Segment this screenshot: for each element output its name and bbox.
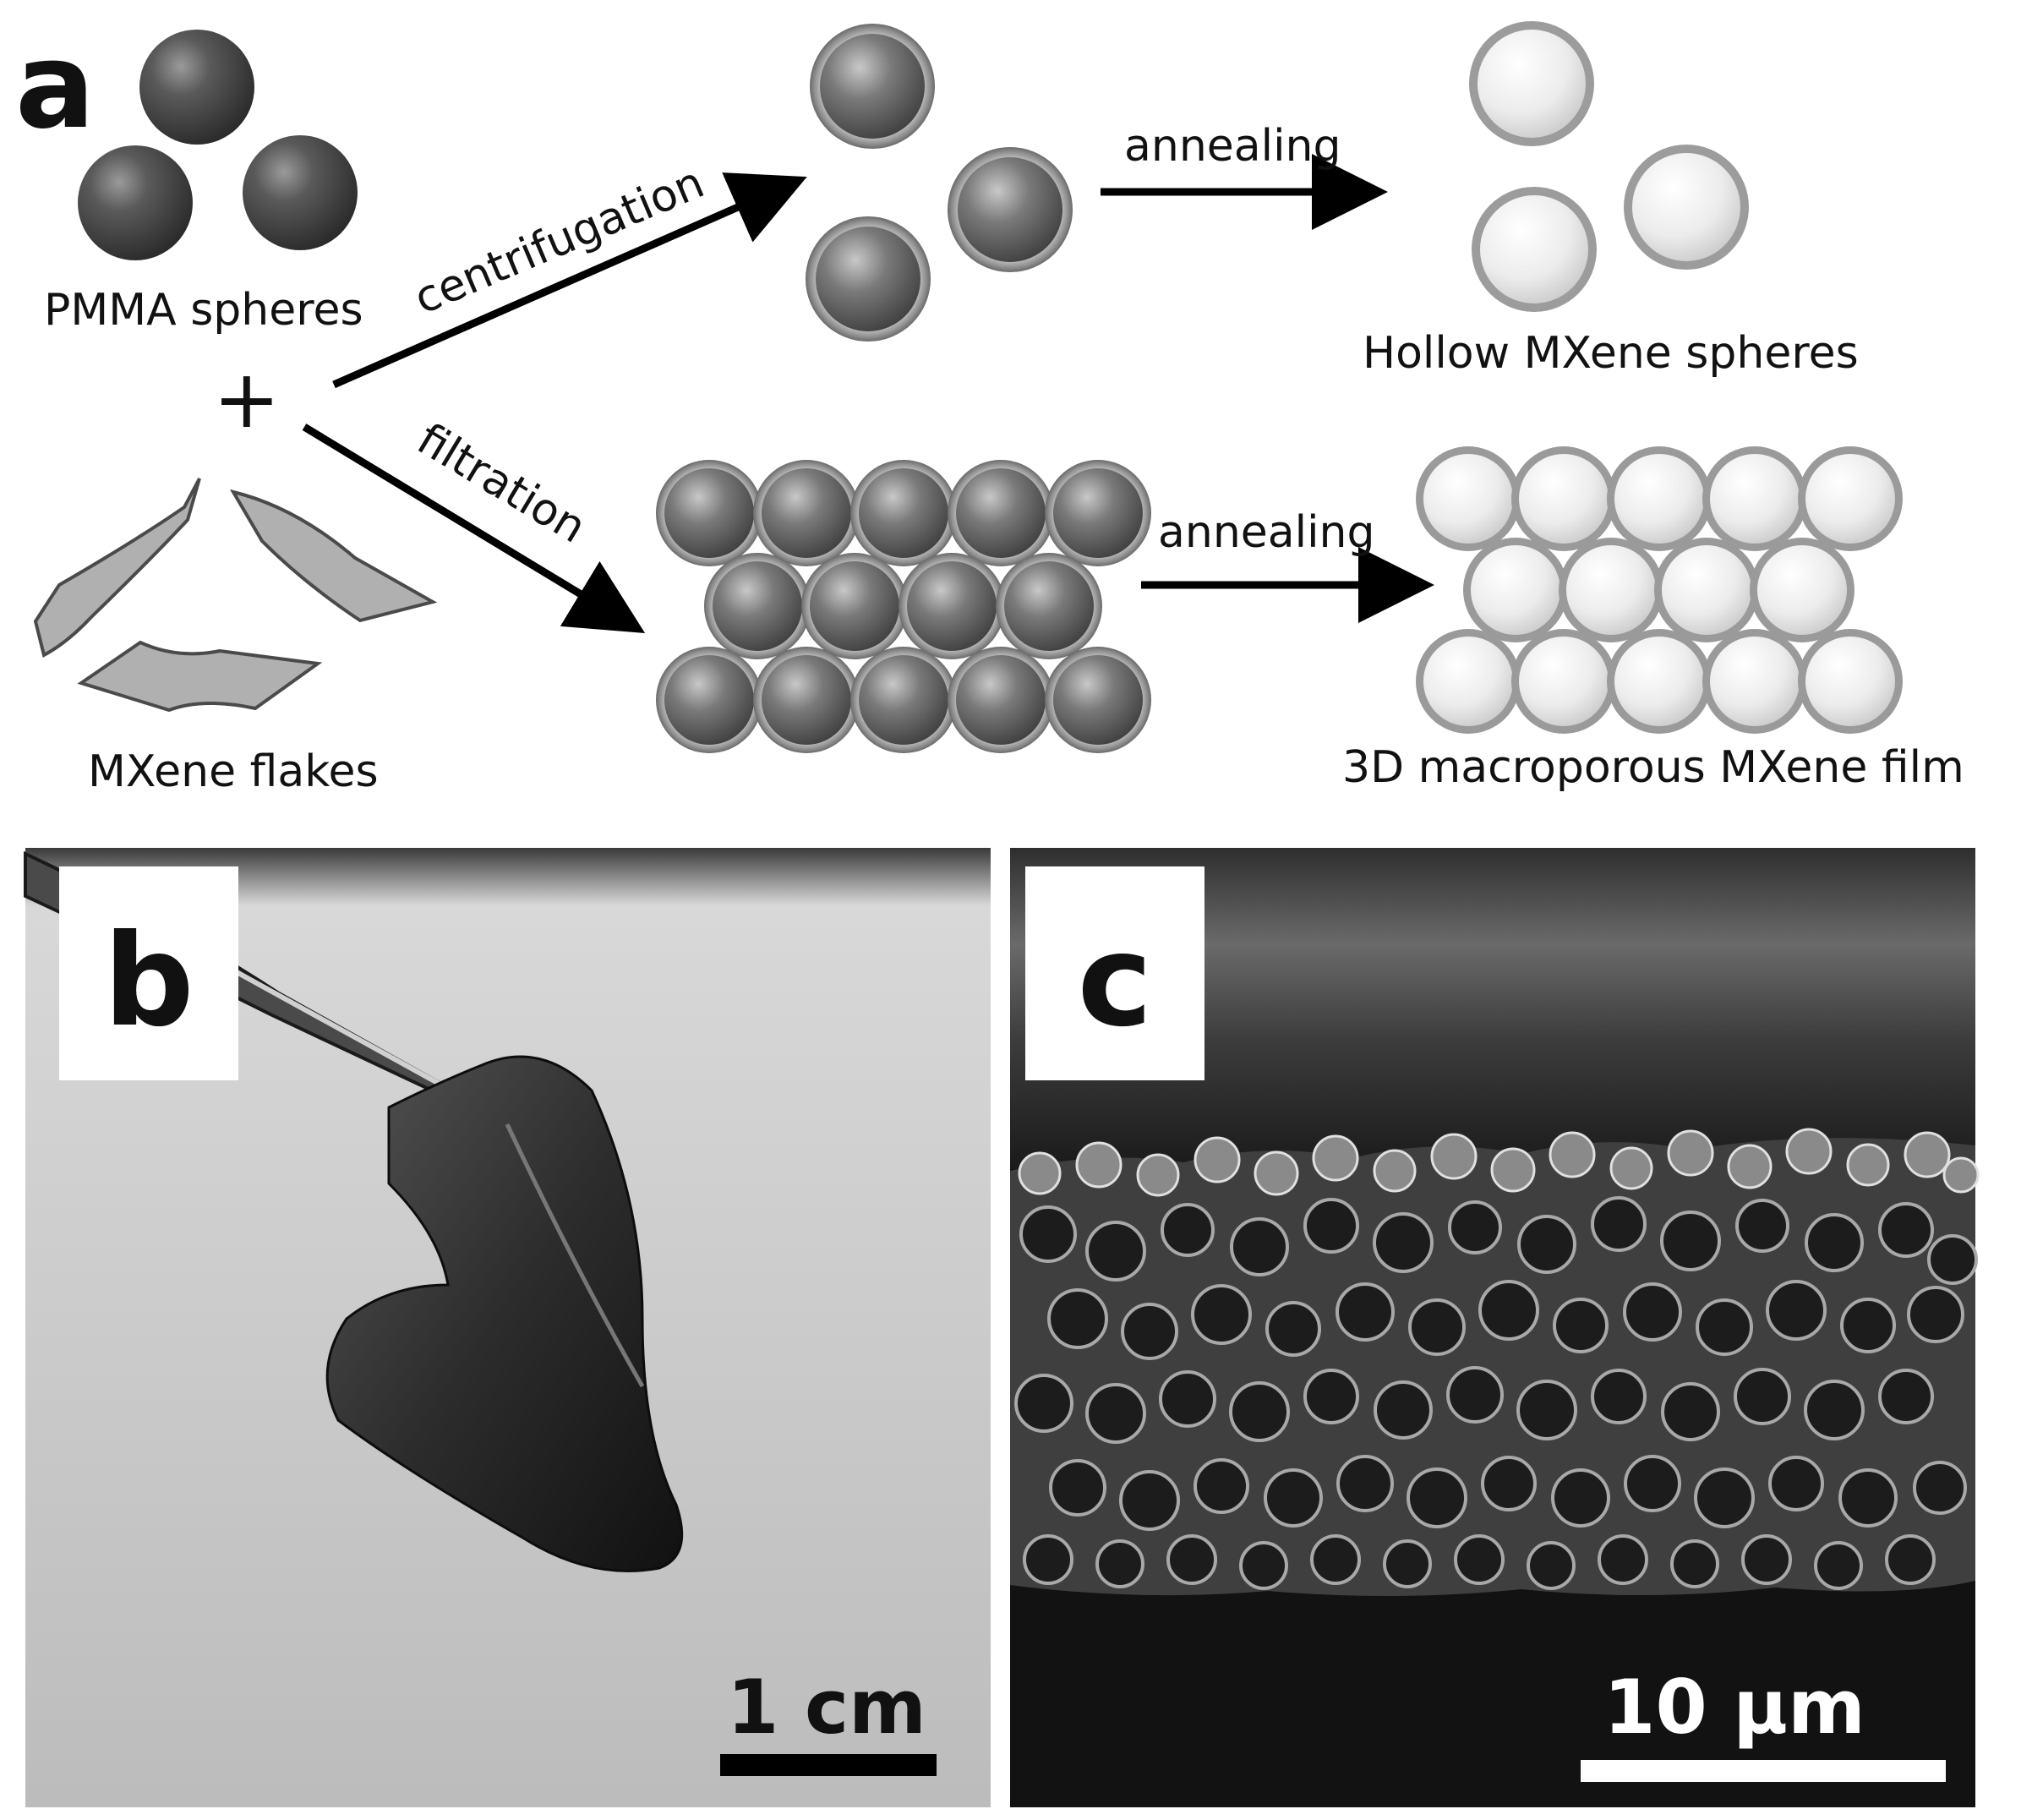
packed-hollow-spheres — [1416, 446, 1903, 734]
scale-bar-c — [1581, 1760, 1946, 1782]
sem-top-surface — [1018, 1128, 1980, 1197]
scale-bar-b — [720, 1754, 937, 1776]
hollow-sphere — [1472, 187, 1597, 312]
scale-bar-c-label: 10 µm — [1603, 1664, 1865, 1751]
pmma-sphere — [139, 30, 254, 145]
panel-b-label: b — [103, 908, 194, 1055]
pmma-label: PMMA spheres — [44, 285, 363, 336]
coated-spheres — [806, 24, 1073, 342]
hollow-spheres — [1469, 21, 1749, 312]
filtration-arrow — [302, 424, 646, 633]
annealing-label-top: annealing — [1124, 121, 1341, 172]
pmma-sphere — [78, 145, 193, 260]
hollow-label: Hollow MXene spheres — [1363, 328, 1859, 379]
coated-sphere — [810, 24, 935, 149]
pmma-sphere — [243, 135, 358, 250]
coated-sphere — [806, 216, 931, 342]
hollow-sphere — [1469, 21, 1594, 146]
annealing-label-bottom: annealing — [1158, 507, 1375, 558]
flakes-label: MXene flakes — [88, 746, 379, 797]
mxene-film — [325, 1055, 684, 1572]
mxene-flake — [229, 489, 438, 623]
panel-b: b 1 cm — [24, 848, 991, 1807]
panel-a: a PMMA spheres + MXene flakes centrifuga… — [15, 18, 1964, 797]
sem-pores — [1014, 1196, 1978, 1590]
mxene-flake — [77, 640, 323, 713]
panel-c: c 10 µm — [1010, 848, 1980, 1807]
panel-c-label: c — [1078, 908, 1153, 1055]
scale-bar-b-label: 1 cm — [727, 1664, 926, 1751]
coated-sphere — [948, 147, 1073, 272]
pmma-spheres — [78, 30, 358, 260]
hollow-sphere — [1624, 145, 1749, 270]
panel-a-label: a — [15, 18, 95, 156]
film-label: 3D macroporous MXene film — [1342, 742, 1964, 793]
mxene-flakes — [33, 478, 438, 713]
plus-sign: + — [213, 353, 281, 446]
panel-b-label-box — [59, 866, 238, 1080]
packed-coated-spheres — [656, 460, 1151, 753]
film-fold — [505, 1123, 645, 1388]
panel-c-label-box — [1025, 866, 1204, 1080]
filtration-label: filtration — [408, 414, 594, 554]
centrifugation-arrow — [332, 172, 807, 389]
mxene-flake — [33, 478, 201, 658]
